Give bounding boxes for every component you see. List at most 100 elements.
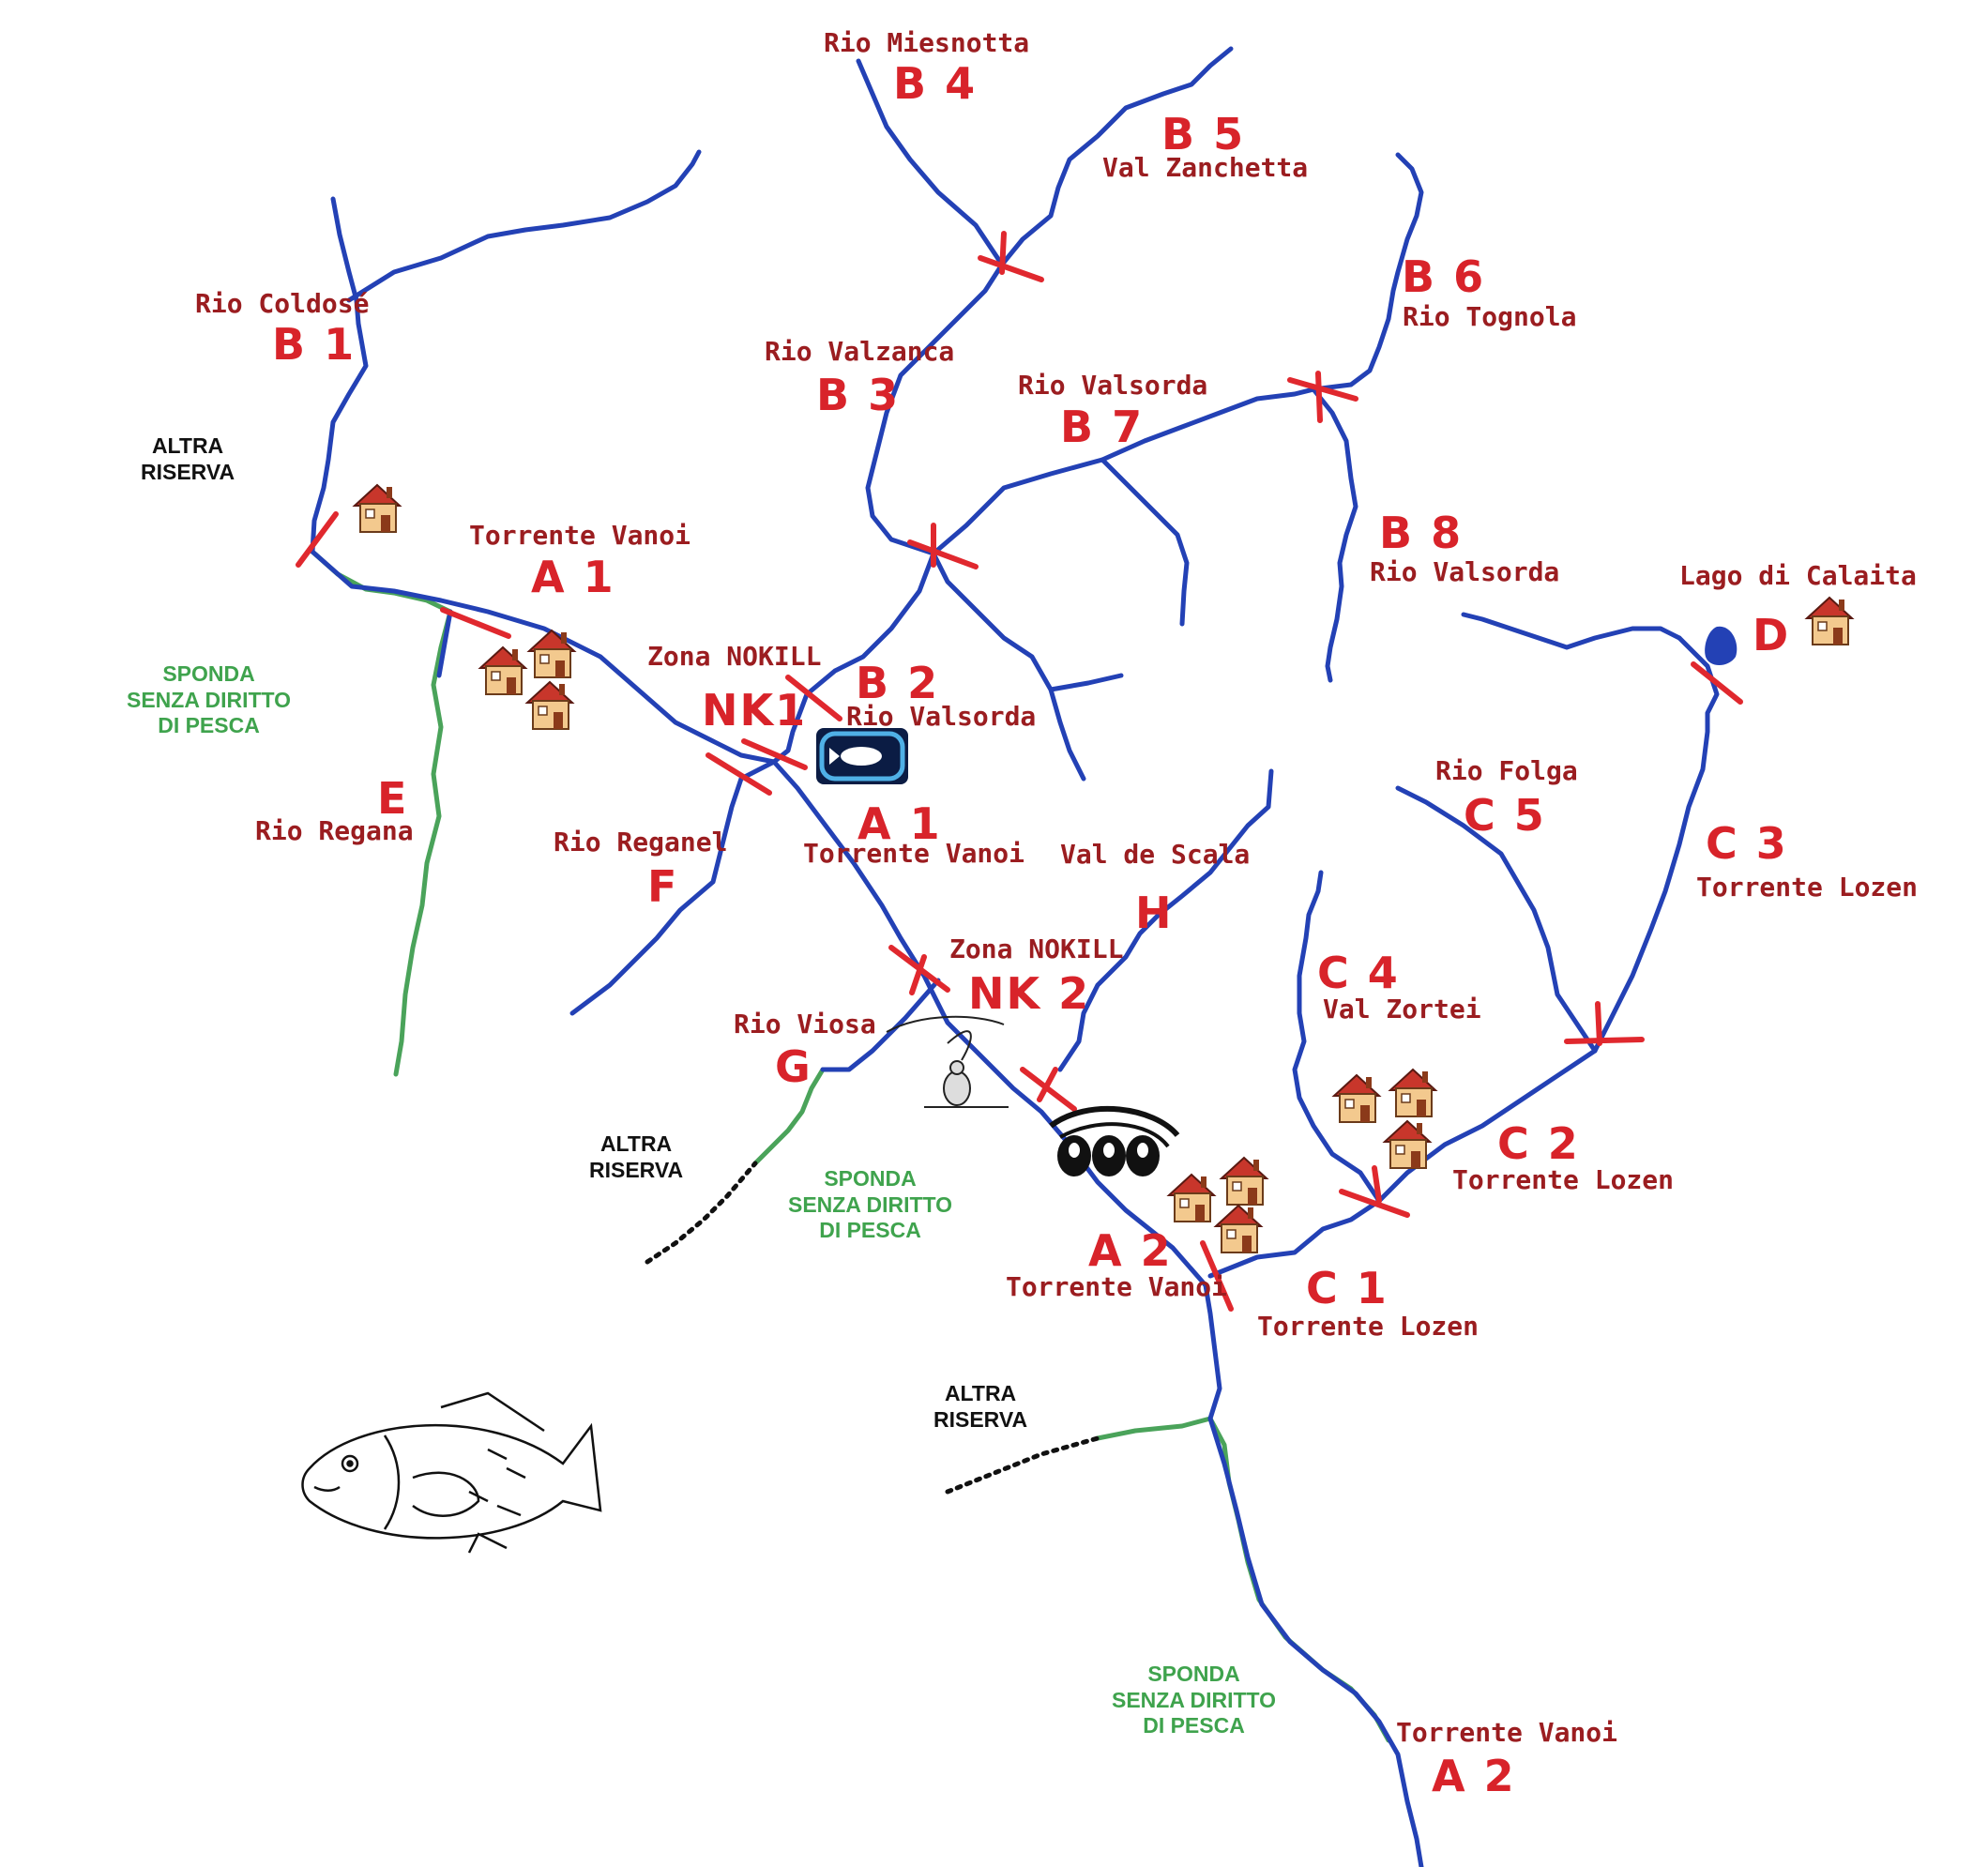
label-d-code: D [1753,610,1791,660]
label-b3-name: Rio Valzanca [765,336,955,367]
label-b5-name: Val Zanchetta [1102,152,1309,183]
label-c2-name: Torrente Lozen [1452,1164,1675,1195]
label-b1-code: B 1 [272,319,357,370]
label-b3-code: B 3 [816,370,901,420]
boundary-c3-d [1691,661,1743,705]
label-sponda-2: SPONDA SENZA DIRITTO DI PESCA [788,1166,952,1244]
label-c5-code: C 5 [1464,790,1546,841]
label-b8-code: B 8 [1379,508,1464,558]
label-sponda-3: SPONDA SENZA DIRITTO DI PESCA [1112,1662,1276,1739]
sponda-text: SPONDA SENZA DIRITTO DI PESCA [788,1166,953,1243]
label-b1-name: Rio Coldosé [195,288,370,319]
boundary-nk1-b2 [785,675,842,721]
river-torrente-vanoi-lower [1207,1416,1424,1867]
label-e-name: Rio Regana [255,815,414,846]
label-f-code: F [647,861,679,912]
boundary-a1-top [440,607,511,639]
river-rio-reganel [569,759,777,1016]
boundary-b6-b8-stub [1315,371,1323,423]
label-c3-code: C 3 [1706,818,1788,869]
river-rio-viosa [820,978,941,1072]
label-b2-code: B 2 [856,658,940,708]
boundary-b6-b8 [1287,377,1358,402]
house-icon [1389,1069,1436,1117]
river-rio-valsorda-b2 [771,551,936,765]
label-b7-name: Rio Valsorda [1018,370,1208,401]
label-a1-mid-name: Torrente Vanoi [803,838,1025,869]
label-g-code: G [775,1041,812,1092]
house-icon [1806,597,1853,645]
label-c4-name: Val Zortei [1323,994,1481,1025]
river-rio-regana-upper [436,609,453,678]
boundary-b4-b5-stub [999,231,1007,275]
altra-riserva-text: ALTRA RISERVA [141,433,235,484]
house-icon [526,681,573,730]
label-b8-name: Rio Valsorda [1370,556,1560,587]
fly-fisherman-icon [886,1015,1009,1108]
label-b4-code: B 4 [893,58,978,109]
boundary-nk2-top-stub [909,954,927,995]
house-icon [479,646,526,695]
rivers [310,46,1720,1867]
label-nk2-name: Zona NOKILL [949,934,1124,964]
boundary-nk2-bottom [1020,1067,1077,1112]
sponda-text: SPONDA SENZA DIRITTO DI PESCA [127,661,292,738]
house-icon [1333,1074,1380,1123]
river-torrente-lozen-c3 [1592,635,1720,1054]
river-val-zortei [1292,870,1382,1204]
bank-rio-regana [393,609,453,1077]
no-kill-sign-icon [816,728,908,784]
house-icon [528,630,575,678]
boundary-b4-b5 [978,255,1044,282]
boundary-c1-c2 [1339,1189,1410,1218]
label-h-code: H [1135,888,1174,938]
bank-upper-left [310,549,453,615]
label-a2-bottom-code: A 2 [1432,1751,1516,1801]
label-b2-name: Rio Valsorda [846,701,1037,732]
river-val-de-scala [1057,768,1274,1072]
label-a1-top-code: A 1 [531,552,615,602]
boundary-b3-b7 [907,539,979,569]
label-b5-code: B 5 [1161,109,1246,159]
boundary-c2-c3 [1564,1037,1645,1044]
boundary-c2-c3-stub [1595,1001,1602,1046]
boundary-a2-c1 [1200,1240,1234,1312]
boundary-nk2-bottom-stub [1037,1067,1058,1102]
reserve-boundary-a2 [945,1435,1100,1495]
boundary-b1-a1 [296,511,339,568]
river-b7-spur [1100,457,1190,627]
river-rio-miesnotta [856,58,1005,267]
tunnel-icon [1049,1105,1180,1176]
river-torrente-vanoi-middle [771,759,1222,1421]
label-b7-code: B 7 [1060,402,1145,452]
label-c1-code: C 1 [1306,1263,1389,1313]
house-icon [1215,1205,1262,1253]
river-rio-tognola [1311,152,1424,392]
label-a1-top-name: Torrente Vanoi [469,520,691,551]
label-a2-mid-name: Torrente Vanoi [1006,1271,1228,1302]
label-e-code: E [377,773,409,824]
house-icon [354,484,401,533]
river-rio-valsorda-b7 [931,387,1316,556]
fish-illustration [301,1391,602,1554]
boundary-nk1-a1 [741,738,808,770]
boundary-nk1-f [706,752,772,796]
river-coldose-branch [346,149,702,303]
zone-boundaries [296,231,1743,1312]
label-c4-code: C 4 [1317,948,1400,998]
label-a2-bottom-name: Torrente Vanoi [1396,1717,1618,1748]
river-b2-small-spur [1048,673,1124,692]
altra-riserva-text: ALTRA RISERVA [933,1381,1028,1432]
house-icon [1168,1174,1215,1222]
label-c5-name: Rio Folga [1435,755,1578,786]
label-altra-riserva-1: ALTRA RISERVA [141,433,235,485]
bank-rio-viosa [752,1067,826,1166]
label-c3-name: Torrente Lozen [1696,872,1919,903]
label-sponda-1: SPONDA SENZA DIRITTO DI PESCA [127,661,291,739]
river-rio-valsorda-b8 [1311,387,1358,683]
label-f-name: Rio Reganel [554,827,728,858]
house-icon [1221,1157,1267,1206]
label-nk2-code: NK 2 [968,968,1091,1019]
river-val-zanchetta [999,46,1234,267]
